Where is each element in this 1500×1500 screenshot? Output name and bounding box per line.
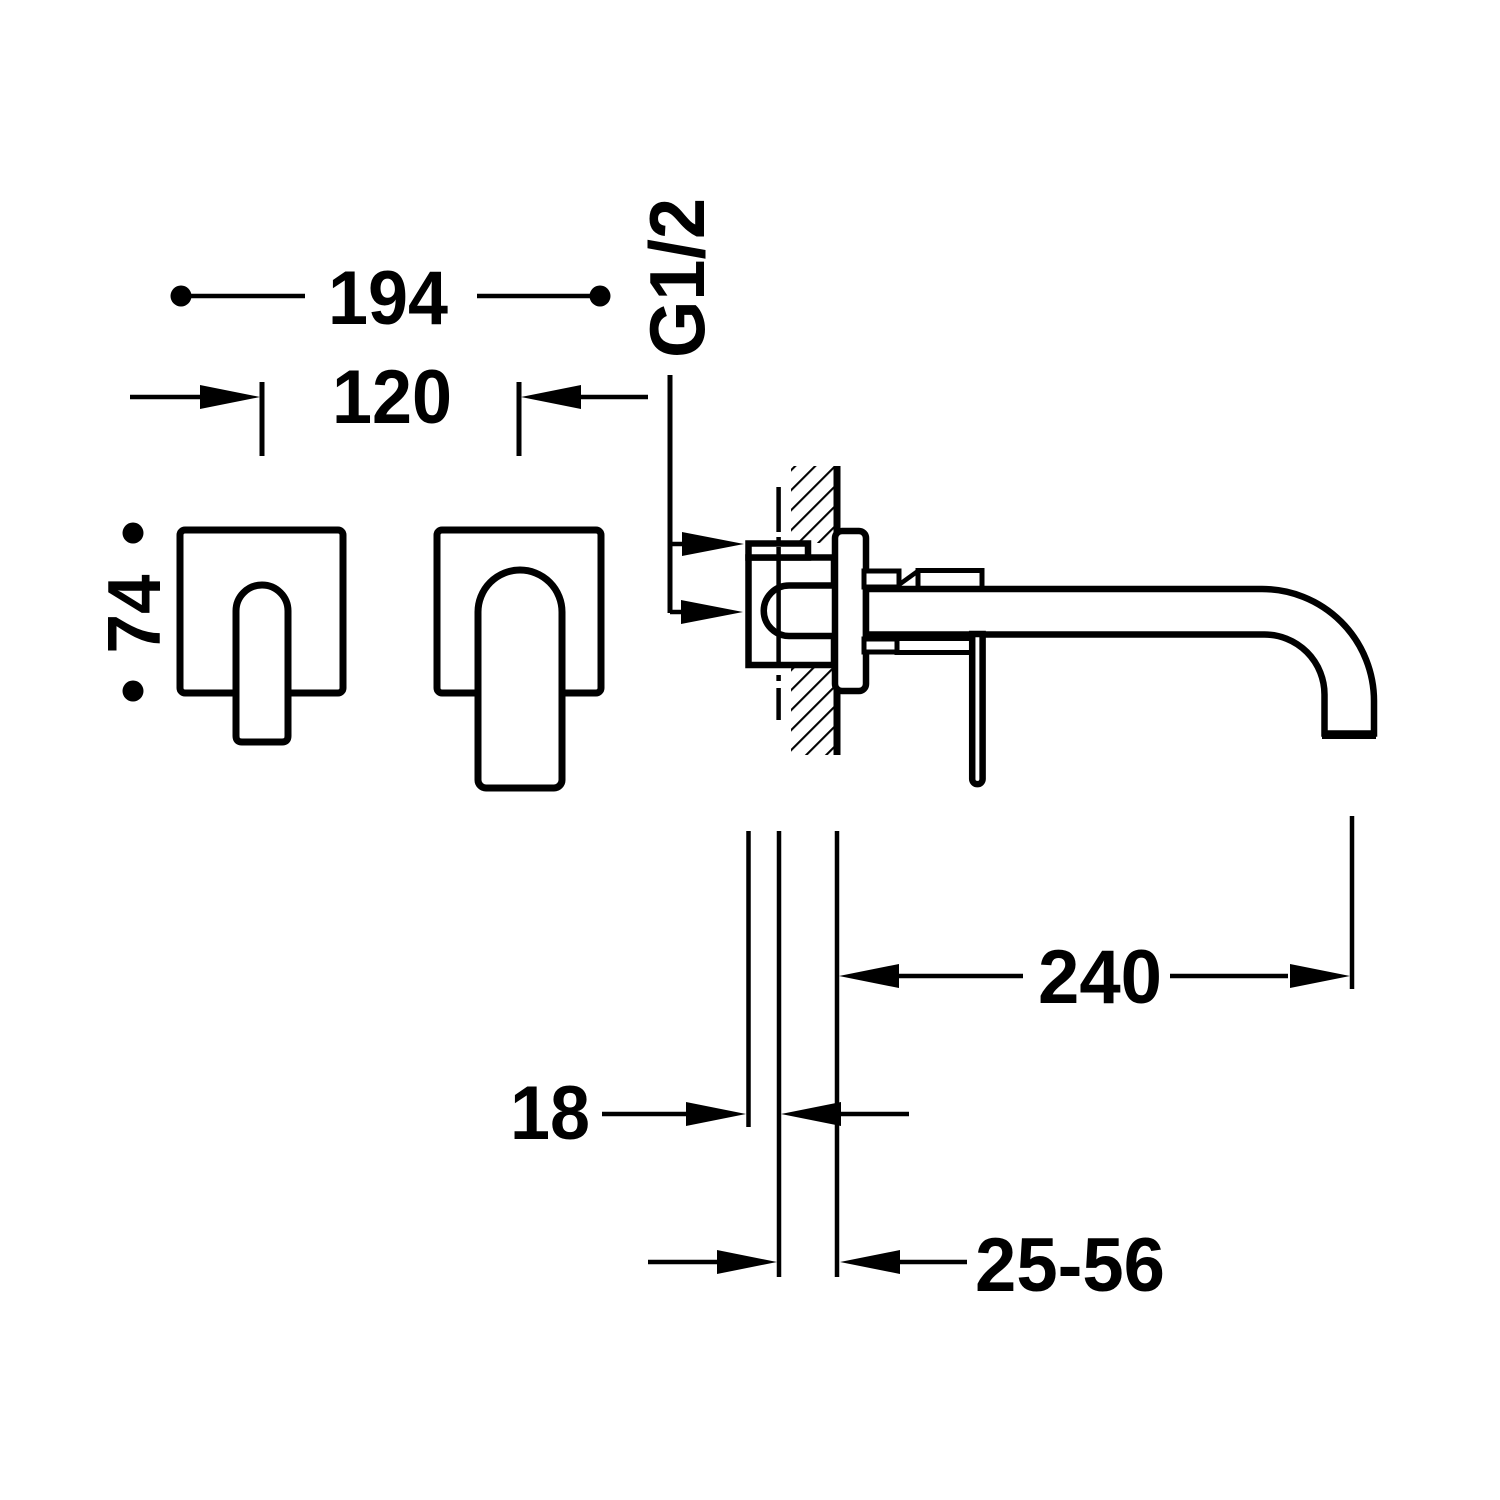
- svg-text:25-56: 25-56: [975, 1223, 1165, 1308]
- svg-text:194: 194: [328, 256, 448, 341]
- svg-text:G1/2: G1/2: [633, 198, 721, 358]
- svg-text:120: 120: [332, 355, 452, 440]
- svg-text:74: 74: [92, 574, 176, 653]
- svg-text:240: 240: [1038, 935, 1162, 1020]
- svg-text:18: 18: [510, 1071, 590, 1156]
